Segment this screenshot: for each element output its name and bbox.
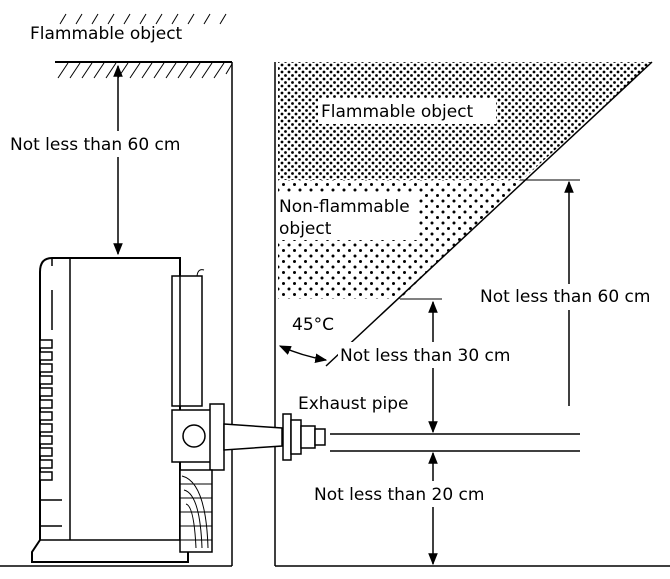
exhaust-pipe (223, 413, 326, 461)
label-clearance-pipe-above: Not less than 30 cm (340, 346, 510, 366)
label-flammable-top: Flammable object (30, 24, 183, 44)
angle-45-line (325, 61, 653, 367)
heater-unit (31, 257, 225, 563)
label-nonflammable-line1: Non-flammable (279, 197, 410, 217)
angle-arc (278, 345, 328, 363)
heater-louvers (39, 339, 53, 481)
label-nonflammable-line2: object (279, 219, 332, 239)
label-clearance-right: Not less than 60 cm (480, 287, 650, 307)
label-clearance-top: Not less than 60 cm (10, 135, 180, 155)
label-clearance-pipe-below: Not less than 20 cm (314, 485, 484, 505)
room-wall (0, 62, 670, 567)
ceiling-flammable-object (55, 13, 233, 79)
label-angle: 45°C (292, 315, 334, 335)
label-flammable-zone: Flammable object (321, 102, 474, 122)
label-exhaust-pipe: Exhaust pipe (298, 394, 408, 414)
